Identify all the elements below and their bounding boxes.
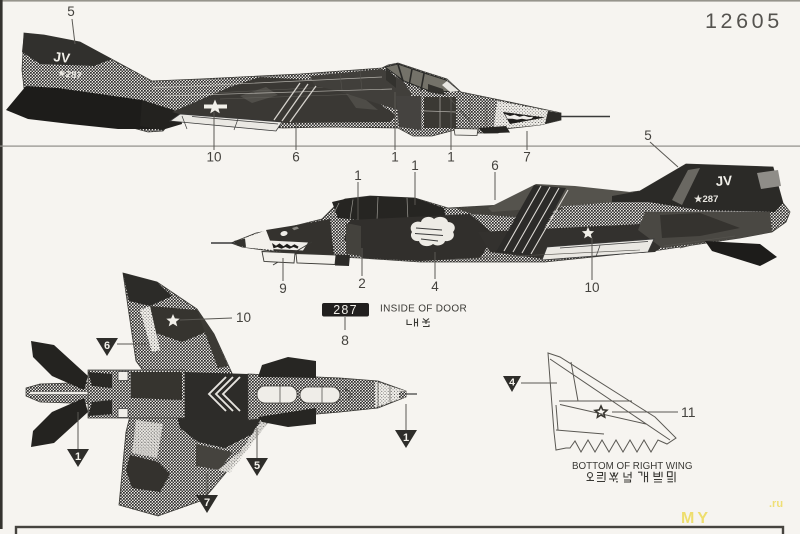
svg-text:.ru: .ru xyxy=(769,498,783,510)
svg-text:JV: JV xyxy=(53,49,71,66)
svg-text:5: 5 xyxy=(644,128,652,143)
svg-text:10: 10 xyxy=(236,310,251,325)
svg-text:4: 4 xyxy=(509,377,515,389)
svg-text:7: 7 xyxy=(523,150,531,165)
svg-text:6: 6 xyxy=(491,158,499,173)
svg-text:4: 4 xyxy=(431,279,439,294)
svg-text:287: 287 xyxy=(333,303,357,317)
svg-text:★287: ★287 xyxy=(57,68,83,82)
svg-text:5: 5 xyxy=(67,4,75,19)
svg-text:JV: JV xyxy=(715,173,733,189)
svg-text:5: 5 xyxy=(254,460,260,472)
svg-text:BOTTOM OF RIGHT WING: BOTTOM OF RIGHT WING xyxy=(572,461,692,472)
svg-text:2: 2 xyxy=(358,276,366,291)
svg-text:10: 10 xyxy=(584,280,599,295)
svg-text:1: 1 xyxy=(391,150,399,165)
svg-text:9: 9 xyxy=(279,281,287,296)
svg-text:6: 6 xyxy=(104,340,110,352)
svg-text:12605: 12605 xyxy=(705,9,783,33)
svg-text:INSIDE OF DOOR: INSIDE OF DOOR xyxy=(380,304,467,315)
svg-text:6: 6 xyxy=(292,150,300,165)
svg-text:1: 1 xyxy=(447,150,455,165)
svg-text:1: 1 xyxy=(403,432,409,444)
svg-text:10: 10 xyxy=(206,150,221,165)
svg-text:8: 8 xyxy=(341,332,349,348)
svg-text:MY: MY xyxy=(681,510,711,527)
svg-text:11: 11 xyxy=(681,404,696,420)
svg-text:★287: ★287 xyxy=(694,194,718,205)
svg-text:1: 1 xyxy=(354,168,362,183)
svg-text:7: 7 xyxy=(204,497,210,509)
svg-text:1: 1 xyxy=(75,451,81,463)
svg-text:1: 1 xyxy=(411,158,419,173)
